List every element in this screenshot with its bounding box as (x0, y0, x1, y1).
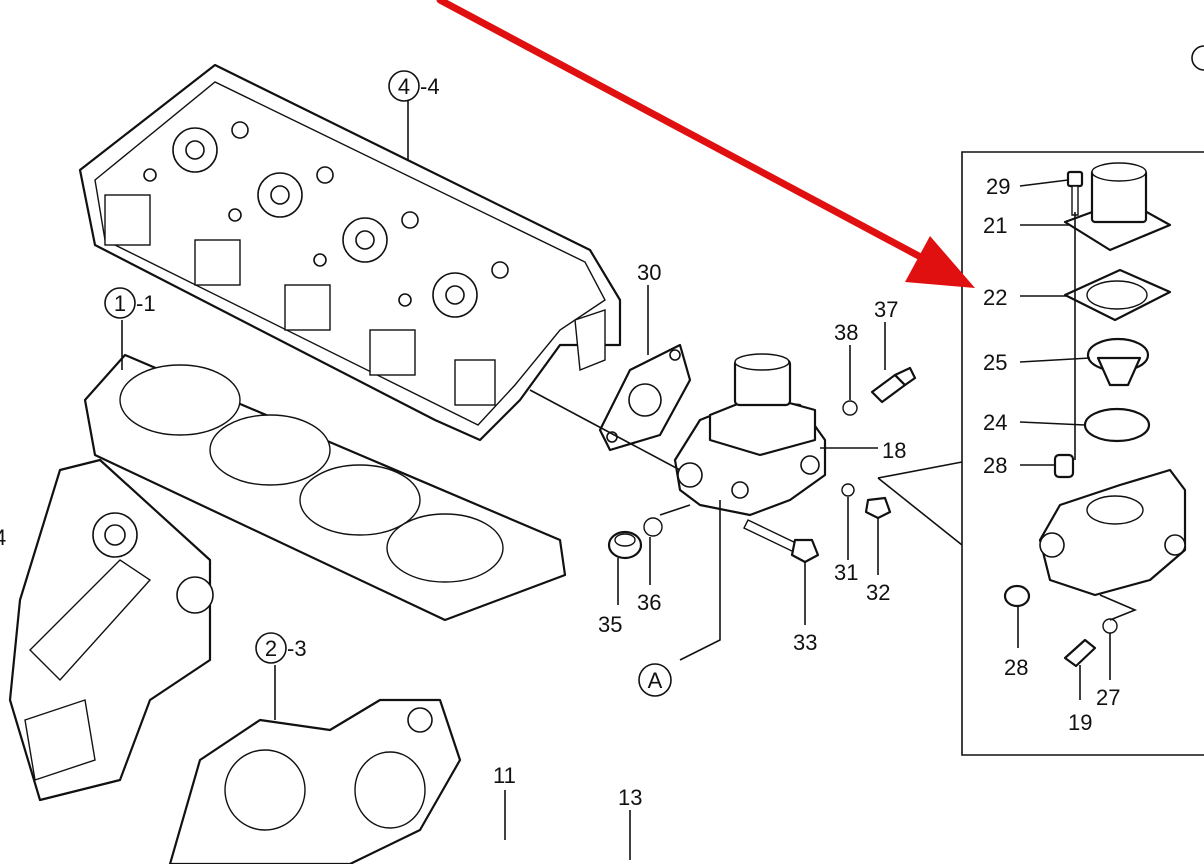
label-30: 30 (637, 260, 661, 285)
o-ring-24 (1083, 407, 1151, 443)
spring-28-bottom (1003, 584, 1031, 608)
svg-text:2: 2 (265, 636, 277, 661)
label-27: 27 (1096, 685, 1120, 710)
bolt-33 (743, 519, 820, 564)
front-case (168, 698, 462, 864)
label-28-top: 28 (983, 453, 1007, 478)
svg-text:-1: -1 (136, 291, 156, 316)
label-35: 35 (598, 612, 622, 637)
washer-27 (1102, 618, 1118, 634)
label-18: 18 (882, 438, 906, 463)
ref-view-a: A (638, 663, 672, 697)
head-gasket (83, 353, 567, 622)
housing-cover-21 (1063, 162, 1172, 252)
gasket-22 (1063, 268, 1172, 322)
sensor-19 (1063, 638, 1097, 668)
plug-35 (607, 530, 643, 560)
label-19: 19 (1068, 710, 1092, 735)
label-36: 36 (637, 590, 661, 615)
ref-cylinder-head: 4 -4 (388, 70, 440, 102)
label-22: 22 (983, 285, 1007, 310)
housing-gasket-30 (598, 343, 692, 452)
washer-38 (842, 400, 858, 416)
label-31: 31 (834, 560, 858, 585)
svg-text:A: A (648, 668, 663, 693)
cylinder-head (78, 63, 622, 442)
svg-text:-3: -3 (287, 636, 307, 661)
part-numbers: 4 11 13 18 19 21 22 24 25 27 28 28 29 30… (0, 174, 1120, 810)
svg-text:1: 1 (114, 291, 126, 316)
washer-36 (643, 517, 663, 537)
label-4: 4 (0, 525, 6, 550)
label-32: 32 (866, 580, 890, 605)
svg-text:4: 4 (398, 74, 410, 99)
leader-lines (121, 100, 1138, 860)
ref-circle-partial (1191, 45, 1204, 71)
bolt-29 (1066, 170, 1084, 216)
thermostat-assembly-18 (673, 353, 827, 517)
label-29: 29 (986, 174, 1010, 199)
ref-gasket: 1 -1 (104, 287, 156, 319)
sensor-37 (870, 366, 917, 404)
ref-front-case: 2 -3 (255, 632, 307, 664)
label-24: 24 (983, 410, 1007, 435)
svg-text:-4: -4 (420, 74, 440, 99)
spring-28-top (1053, 453, 1075, 479)
thermostat-25 (1086, 337, 1150, 387)
head-ports (104, 194, 496, 406)
red-callout-arrow (436, 0, 975, 288)
label-13: 13 (618, 785, 642, 810)
label-28-bottom: 28 (1004, 655, 1028, 680)
head-valve-seats (143, 121, 509, 318)
label-21: 21 (983, 213, 1007, 238)
label-11: 11 (493, 763, 516, 788)
housing-body (1038, 468, 1187, 597)
engine-block (8, 458, 214, 802)
label-38: 38 (834, 320, 858, 345)
label-25: 25 (983, 350, 1007, 375)
bolt-32 (864, 496, 892, 520)
label-33: 33 (793, 630, 817, 655)
label-37: 37 (874, 297, 898, 322)
washer-31 (841, 483, 855, 497)
